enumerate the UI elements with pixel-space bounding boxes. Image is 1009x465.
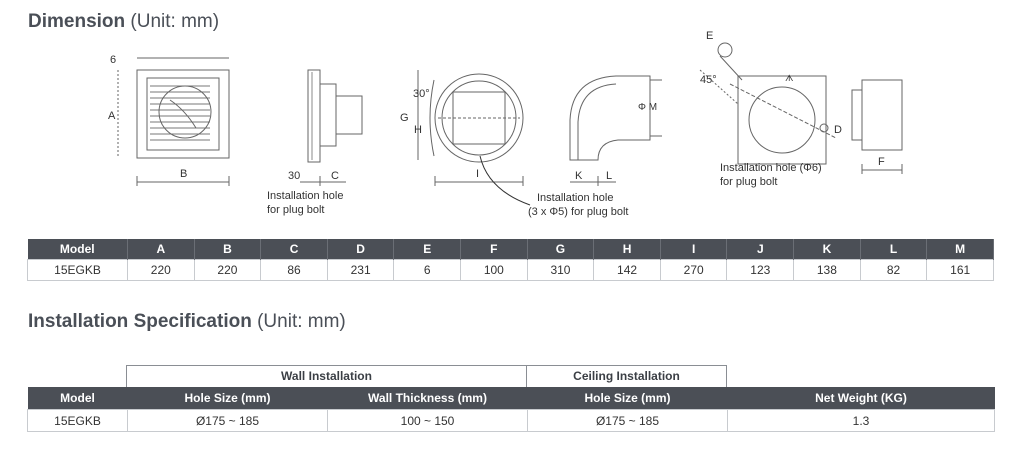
dim-label-angle-45: 45° xyxy=(700,74,717,86)
phi6-note-line2: for plug bolt xyxy=(720,176,778,188)
dimension-table-header-row: Model A B C D E F G H I J K L M xyxy=(27,239,994,260)
dim-label-m: Φ M xyxy=(638,102,658,113)
col-header-a: A xyxy=(127,239,195,260)
dimension-table: Model A B C D E F G H I J K L M 15EGKB 2… xyxy=(27,239,994,281)
dimension-drawings: 6 A B 30 C Installation hole for plug bo… xyxy=(0,0,1009,230)
front-view-drawing xyxy=(117,57,230,186)
cell-model: 15EGKB xyxy=(27,259,128,281)
col-header-m: M xyxy=(926,239,994,260)
col-header-d: D xyxy=(327,239,395,260)
col-header-j: J xyxy=(726,239,795,260)
cell-m: 161 xyxy=(926,259,994,281)
col-header-i: I xyxy=(660,239,728,260)
dim-label-h: H xyxy=(414,124,422,136)
col-header-wall-hole-size: Hole Size (mm) xyxy=(127,387,328,410)
plug-bolt-note-line2: for plug bolt xyxy=(267,204,325,216)
installation-group-headers: Wall Installation Ceiling Installation xyxy=(27,365,994,387)
dim-label-angle-30: 30° xyxy=(413,88,430,100)
cell-g: 310 xyxy=(526,259,595,281)
dim-label-a: A xyxy=(108,110,116,122)
dim-label-e: E xyxy=(706,30,714,42)
ceiling-side-drawing xyxy=(851,79,903,174)
three-hole-note-line2: (3 x Φ5) for plug bolt xyxy=(528,206,629,218)
installation-heading: Installation Specification (Unit: mm) xyxy=(28,311,346,332)
dim-label-g: G xyxy=(400,112,409,124)
cell-a: 220 xyxy=(127,259,195,281)
dim-label-6: 6 xyxy=(110,54,117,66)
cell-d: 231 xyxy=(326,259,395,281)
elbow-duct-drawing xyxy=(569,75,662,186)
cell-e: 6 xyxy=(393,259,462,281)
group-ceiling-installation: Ceiling Installation xyxy=(526,365,727,387)
installation-table: Model Hole Size (mm) Wall Thickness (mm)… xyxy=(27,387,995,432)
col-header-g: G xyxy=(527,239,595,260)
table-row: 15EGKB 220 220 86 231 6 100 310 142 270 … xyxy=(27,259,994,281)
cell-f: 100 xyxy=(460,259,528,281)
col-header-h: H xyxy=(593,239,661,260)
col-header-wall-thickness: Wall Thickness (mm) xyxy=(327,387,528,410)
technical-drawing-svg xyxy=(117,42,903,206)
col-header-l: L xyxy=(860,239,928,260)
cell-wall-thickness: 100 ~ 150 xyxy=(327,409,528,432)
col-header-e: E xyxy=(393,239,462,260)
cell-model: 15EGKB xyxy=(27,409,128,432)
dim-label-c: C xyxy=(331,170,339,182)
cell-net-weight: 1.3 xyxy=(727,409,995,432)
ceiling-view-drawing xyxy=(699,42,837,165)
dim-label-i: I xyxy=(476,168,480,180)
col-header-net-weight: Net Weight (KG) xyxy=(727,387,995,410)
cell-k: 138 xyxy=(793,259,861,281)
col-header-c: C xyxy=(260,239,328,260)
phi6-note-line1: Installation hole (Φ6) xyxy=(720,162,822,174)
dim-label-l: L xyxy=(606,170,613,182)
cell-c: 86 xyxy=(260,259,328,281)
cell-wall-hole-size: Ø175 ~ 185 xyxy=(127,409,328,432)
dim-label-d: D xyxy=(834,124,842,136)
dim-label-b: B xyxy=(180,168,188,180)
round-front-drawing xyxy=(417,70,531,206)
three-hole-note-line1: Installation hole xyxy=(537,192,614,204)
group-wall-installation: Wall Installation xyxy=(126,365,527,387)
table-row: 15EGKB Ø175 ~ 185 100 ~ 150 Ø175 ~ 185 1… xyxy=(27,409,995,432)
dim-label-f: F xyxy=(878,156,885,168)
col-header-k: K xyxy=(793,239,861,260)
cell-ceiling-hole-size: Ø175 ~ 185 xyxy=(527,409,728,432)
cell-b: 220 xyxy=(193,259,262,281)
cell-i: 270 xyxy=(659,259,728,281)
plug-bolt-note-line1: Installation hole xyxy=(267,190,344,202)
badge-mark: ᗑ xyxy=(785,73,794,83)
cell-j: 123 xyxy=(726,259,795,281)
col-header-model: Model xyxy=(27,387,128,410)
dim-label-k: K xyxy=(575,170,583,182)
cell-l: 82 xyxy=(859,259,928,281)
dimension-heading: Dimension (Unit: mm) xyxy=(28,11,220,32)
col-header-f: F xyxy=(460,239,528,260)
col-header-b: B xyxy=(194,239,262,260)
installation-table-header-row: Model Hole Size (mm) Wall Thickness (mm)… xyxy=(27,387,995,410)
side-view-drawing xyxy=(300,69,363,186)
cell-h: 142 xyxy=(593,259,661,281)
col-header-ceiling-hole-size: Hole Size (mm) xyxy=(527,387,728,410)
dim-label-30: 30 xyxy=(288,170,301,182)
col-header-model: Model xyxy=(27,239,128,260)
